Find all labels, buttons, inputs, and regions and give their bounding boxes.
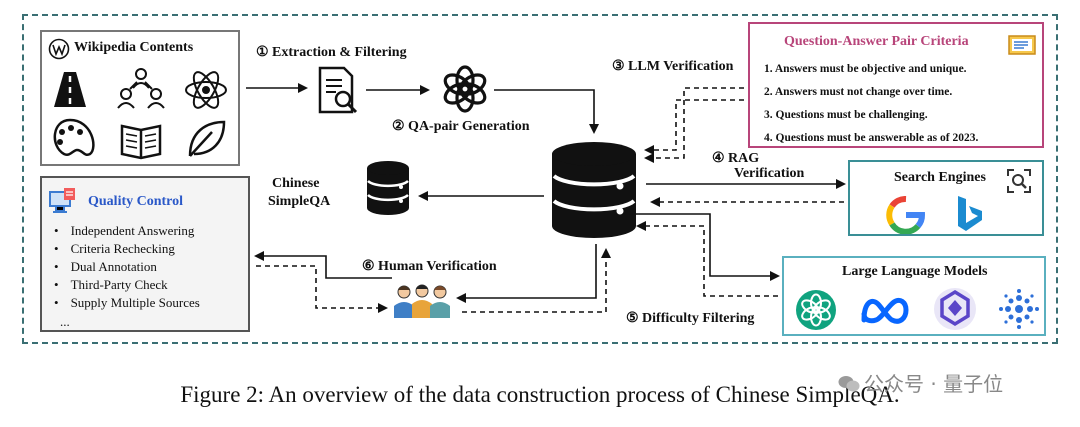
large-language-models-box: Large Language Models <box>782 256 1046 336</box>
monitor-checklist-icon <box>49 188 75 213</box>
pipeline-frame <box>22 14 1058 344</box>
arrow-generation-to-database <box>494 89 599 134</box>
search-engines-box: Search Engines <box>848 160 1044 236</box>
dataset-name-line2: SimpleQA <box>268 194 331 209</box>
arrow-to-human-verification <box>456 244 597 303</box>
step-llm-verification: ③ LLM Verification <box>612 59 734 74</box>
step-rag-verification-line2: Verification <box>734 166 805 181</box>
atom-icon <box>185 71 227 109</box>
quality-control-item: Independent Answering <box>54 222 200 240</box>
qwen-logo-icon <box>934 288 976 330</box>
dataset-name-line1: Chinese <box>272 176 320 191</box>
step-human-verification: ⑥ Human Verification <box>362 259 497 274</box>
quality-control-box: Quality Control Independent Answering Cr… <box>40 176 250 332</box>
quality-control-title: Quality Control <box>88 194 184 209</box>
central-database-icon <box>552 142 636 238</box>
arrow-difficulty-filtering <box>636 221 778 297</box>
openai-logo-icon <box>443 65 487 113</box>
arrow-llm-verification <box>644 87 744 163</box>
arrow-human-to-quality <box>254 251 392 279</box>
road-icon <box>54 72 86 107</box>
criteria-list: 1. Answers must be objective and unique.… <box>764 58 978 150</box>
wikipedia-contents-box: Wikipedia Contents <box>40 30 240 166</box>
watermark: 公众号 · 量子位 <box>838 368 1003 397</box>
book-icon <box>120 124 162 160</box>
chatgpt-logo-icon <box>796 290 836 330</box>
arrow-to-llms <box>630 213 780 281</box>
qa-criteria-box: Question-Answer Pair Criteria 1. Answers… <box>748 22 1044 148</box>
wikipedia-logo-icon <box>48 38 70 60</box>
criteria-item: 2. Answers must not change over time. <box>764 86 953 98</box>
meta-logo-icon <box>861 297 909 324</box>
step-rag-verification: ④ RAG <box>712 151 760 166</box>
palette-icon <box>53 118 95 156</box>
leaf-icon <box>188 120 226 157</box>
criteria-item: 4. Questions must be answerable as of 20… <box>764 132 979 144</box>
quality-control-list: Independent Answering Criteria Recheckin… <box>54 222 200 312</box>
criteria-item: 1. Answers must be objective and unique. <box>764 63 967 75</box>
arrow-quality-to-human <box>256 265 388 313</box>
quality-control-item: Dual Annotation <box>54 258 200 276</box>
llms-title: Large Language Models <box>842 264 988 279</box>
quality-control-more: ... <box>60 314 70 329</box>
criteria-title: Question-Answer Pair Criteria <box>784 34 969 49</box>
step-extraction-filtering: ① Extraction & Filtering <box>256 45 407 60</box>
magnifier-frame-icon <box>1007 169 1031 193</box>
people-network-icon <box>117 68 165 109</box>
quality-control-item: Supply Multiple Sources <box>54 294 200 312</box>
simpleqa-database-icon <box>367 161 409 215</box>
watermark-text: 公众号 · 量子位 <box>864 372 1004 396</box>
arrow-llm-verification-2 <box>644 99 744 155</box>
criteria-item: 3. Questions must be challenging. <box>764 109 928 121</box>
search-engines-title: Search Engines <box>894 170 986 185</box>
figure-caption: Figure 2: An overview of the data constr… <box>180 382 900 407</box>
wikipedia-topic-icons <box>53 68 227 160</box>
human-annotators-icon <box>394 284 450 318</box>
bing-logo-icon <box>958 196 982 231</box>
quality-control-item: Third-Party Check <box>54 276 200 294</box>
arrow-human-to-database <box>462 248 611 313</box>
step-qa-pair-generation: ② QA-pair Generation <box>392 119 530 134</box>
step-difficulty-filtering: ⑤ Difficulty Filtering <box>626 311 755 326</box>
quality-control-item: Criteria Rechecking <box>54 240 200 258</box>
dots-model-logo-icon <box>999 289 1039 329</box>
checklist-board-icon <box>1008 35 1036 55</box>
document-search-icon <box>318 66 358 114</box>
google-logo-icon <box>886 196 925 234</box>
wikipedia-title: Wikipedia Contents <box>74 40 194 55</box>
wechat-icon <box>838 374 860 392</box>
